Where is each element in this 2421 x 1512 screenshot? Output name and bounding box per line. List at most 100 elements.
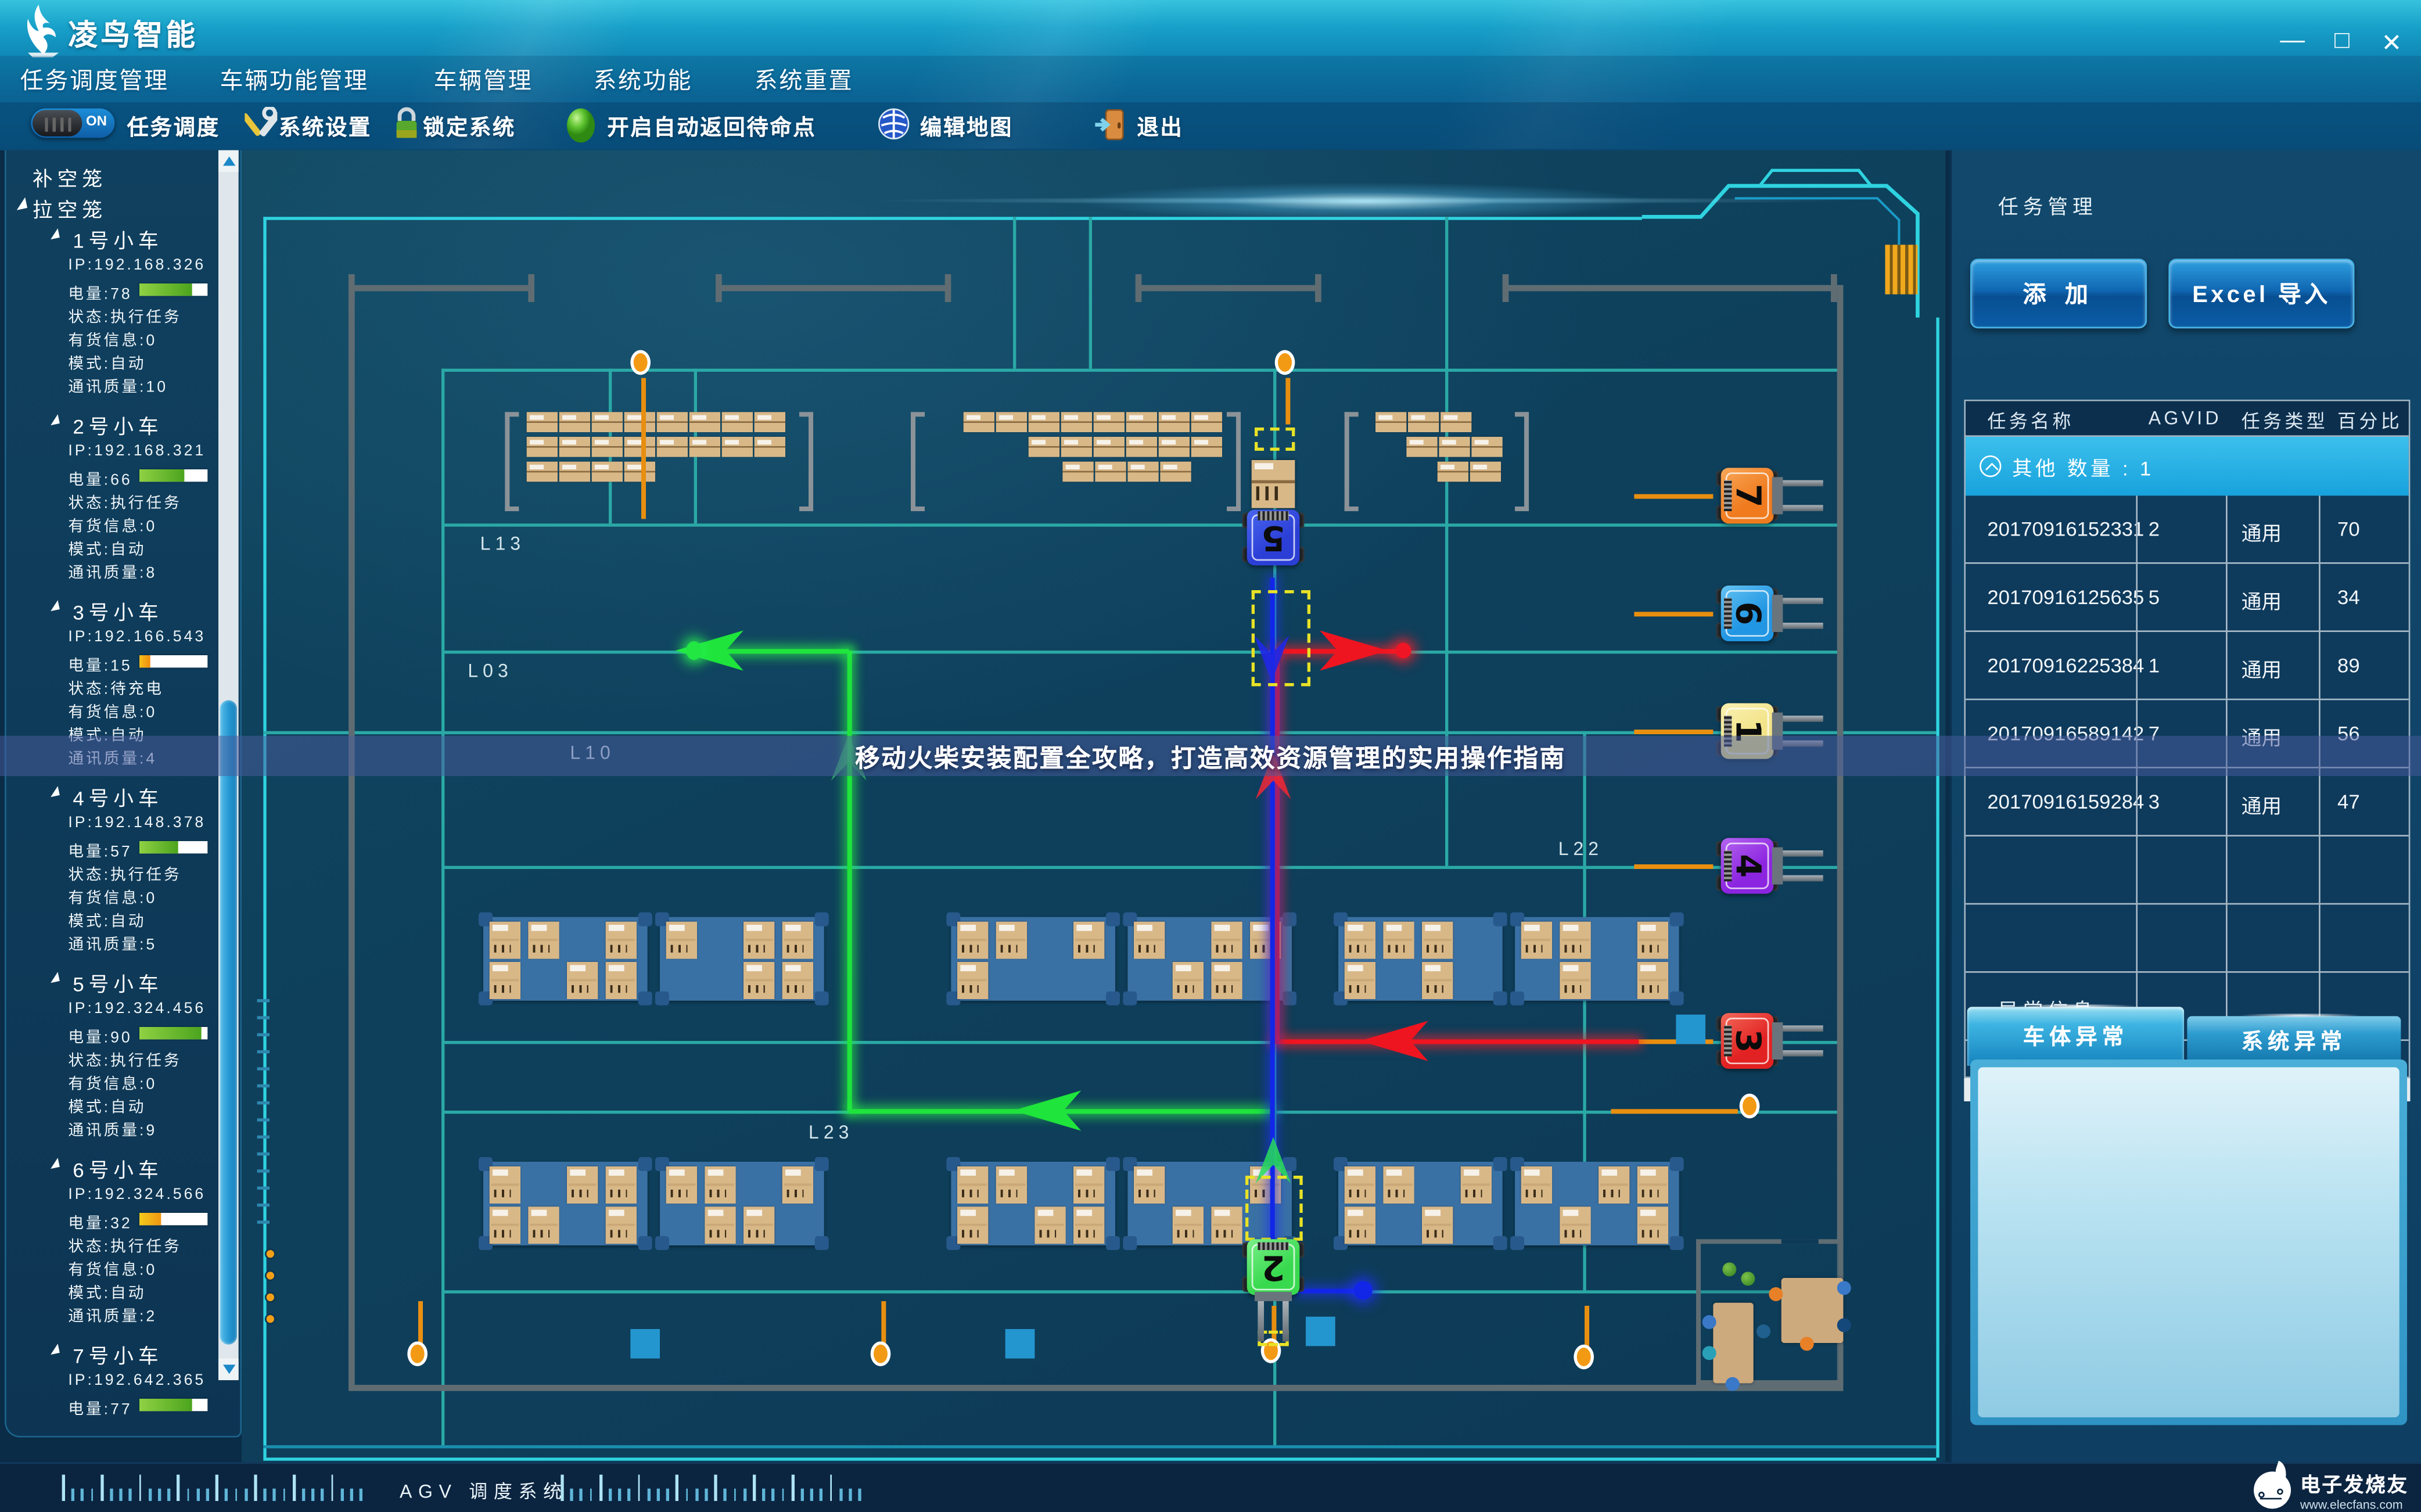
app-title: 凌鸟智能 <box>68 20 199 53</box>
agv-7[interactable]: 7 <box>1716 468 1823 524</box>
waveform-tick <box>235 1488 238 1502</box>
globe-icon[interactable] <box>877 107 910 141</box>
station-stem <box>1583 1306 1590 1351</box>
waveform-tick <box>62 1474 65 1502</box>
toolbar-label-green-sphere[interactable]: 开启自动返回待命点 <box>607 114 817 140</box>
expander-arrow[interactable] <box>48 600 60 612</box>
menu-4[interactable]: 系统重置 <box>754 68 854 95</box>
battery-bar <box>139 841 208 854</box>
expander-arrow[interactable] <box>48 1344 60 1355</box>
agv-2[interactable]: 2 <box>1242 1239 1305 1342</box>
station-stub <box>1634 493 1714 499</box>
carton-box <box>1028 437 1060 457</box>
green-sphere-icon[interactable] <box>564 107 597 143</box>
table-group-row[interactable]: 其他 数量 : 1 <box>1966 437 2409 496</box>
collapse-icon[interactable] <box>1980 455 2002 477</box>
vehicle-4-name[interactable]: 4号小车 <box>73 786 163 810</box>
fork-post <box>1255 1292 1292 1302</box>
toolbar-label-lock[interactable]: 锁定系统 <box>423 114 516 140</box>
scroll-down-button[interactable] <box>218 1358 239 1381</box>
agv-5[interactable]: 5 <box>1242 460 1305 566</box>
toolbar-label-globe[interactable]: 编辑地图 <box>920 114 1014 140</box>
expander-arrow[interactable] <box>48 786 60 798</box>
vehicle-7-name[interactable]: 7号小车 <box>73 1344 163 1368</box>
rack-platform <box>1334 1157 1507 1251</box>
agv-body: 4 <box>1720 838 1774 894</box>
add-task-button[interactable]: 添 加 <box>1970 258 2147 329</box>
menu-2[interactable]: 车辆管理 <box>433 68 533 95</box>
menu-3[interactable]: 系统功能 <box>593 68 693 95</box>
scrollbar-thumb[interactable] <box>220 700 238 1345</box>
waveform-tick <box>618 1488 622 1502</box>
carton-box <box>1344 921 1376 959</box>
vehicle-2-name[interactable]: 2号小车 <box>73 415 163 439</box>
agv-grille <box>1723 598 1732 629</box>
wrench-icon[interactable] <box>242 106 281 141</box>
agv-4[interactable]: 4 <box>1716 838 1823 894</box>
tab-system-exception[interactable]: 系统异常 <box>2187 1016 2401 1066</box>
platform-corner <box>814 912 829 926</box>
agv-3[interactable]: 3 <box>1716 1013 1823 1069</box>
vehicle-5-name[interactable]: 5号小车 <box>73 972 163 996</box>
toggle-knob <box>33 110 82 137</box>
agv-grille <box>1723 480 1732 512</box>
station-dot <box>630 350 651 375</box>
expander-arrow[interactable] <box>48 972 60 983</box>
menu-0[interactable]: 任务调度管理 <box>20 68 169 95</box>
carton-box <box>656 437 688 457</box>
vehicle-battery: 电量:90 <box>68 1030 132 1047</box>
waveform-tick <box>762 1488 766 1502</box>
task-pct: 70 <box>2337 517 2360 541</box>
lock-icon[interactable] <box>390 107 423 141</box>
vehicle-3-name[interactable]: 3号小车 <box>73 601 163 624</box>
menu-1[interactable]: 车辆功能管理 <box>220 68 369 95</box>
excel-import-button[interactable]: Excel 导入 <box>2168 258 2355 329</box>
door-icon[interactable] <box>1094 107 1126 141</box>
toolbar-task-dispatch-label[interactable]: 任务调度 <box>127 114 220 140</box>
zone-label: L23 <box>809 1121 854 1144</box>
toolbar-label-door[interactable]: 退出 <box>1137 114 1184 140</box>
vehicle-1-name[interactable]: 1号小车 <box>73 229 163 253</box>
tab-vehicle-exception[interactable]: 车体异常 <box>1967 1007 2185 1066</box>
maximize-button[interactable]: □ <box>2334 28 2350 55</box>
battery-fill <box>139 1027 201 1040</box>
task-dispatch-toggle[interactable]: ON <box>31 108 115 138</box>
waveform-tick <box>292 1474 296 1502</box>
edge-tick <box>257 1101 270 1105</box>
expander-arrow[interactable] <box>48 414 60 426</box>
minimize-button[interactable]: — <box>2280 28 2305 55</box>
expander-arrow[interactable] <box>48 228 60 240</box>
platform-corner <box>638 912 652 926</box>
group-row-label: 其他 数量 : 1 <box>2012 456 2154 480</box>
tree-root-item[interactable]: 补空笼 <box>33 167 107 191</box>
carton-box <box>1062 461 1094 482</box>
expander-arrow[interactable] <box>14 197 28 210</box>
col-separator <box>2226 972 2228 1040</box>
waveform-tick <box>733 1488 737 1502</box>
scroll-up-button[interactable] <box>218 150 239 173</box>
expander-arrow[interactable] <box>48 1158 60 1169</box>
toolbar-label-wrench[interactable]: 系统设置 <box>279 114 372 140</box>
station-dot <box>1260 1338 1281 1363</box>
wall-cap <box>716 274 722 303</box>
carton-box <box>1344 1206 1376 1244</box>
station-stem <box>1271 1306 1277 1345</box>
carton-box <box>666 921 698 959</box>
tree-root-item[interactable]: 拉空笼 <box>33 198 107 222</box>
rack-platform <box>479 912 652 1005</box>
platform-corner <box>1106 1157 1120 1172</box>
col-separator <box>2319 972 2321 1040</box>
carton-box <box>559 437 591 457</box>
vehicle-6-name[interactable]: 6号小车 <box>73 1158 163 1182</box>
vehicle-status: 状态:执行任务 <box>68 1239 182 1256</box>
station-stub <box>1634 611 1714 617</box>
col-separator <box>2319 632 2321 699</box>
close-button[interactable]: ✕ <box>2381 31 2402 58</box>
warehouse-map[interactable]: L13L03L10L22L235276143 <box>242 150 1946 1463</box>
carton-box <box>743 1206 775 1244</box>
agv-6[interactable]: 6 <box>1716 586 1823 642</box>
